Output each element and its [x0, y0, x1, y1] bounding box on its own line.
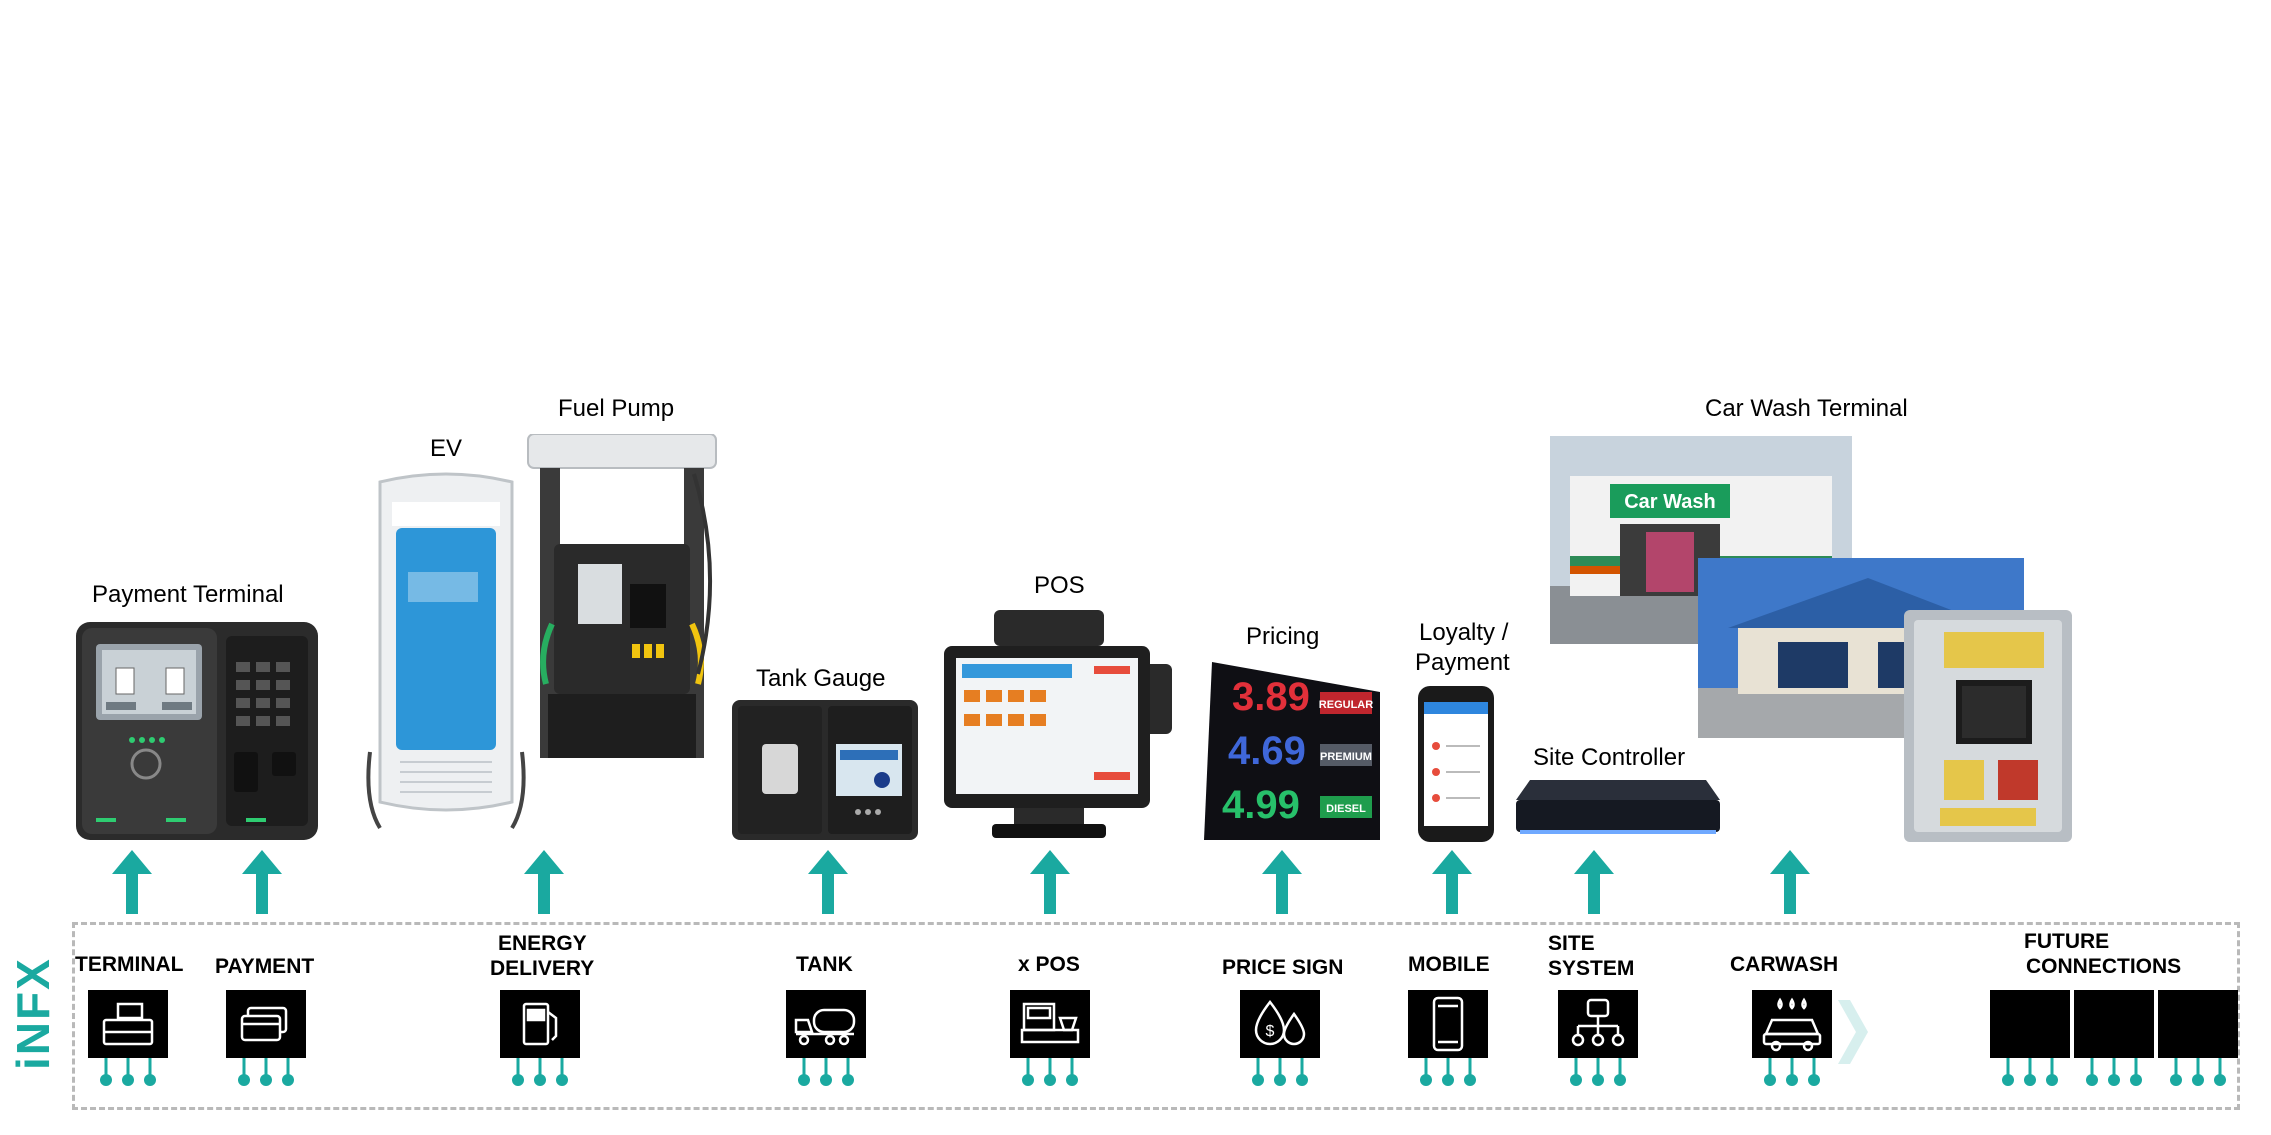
future-connection-module	[2158, 990, 2238, 1086]
xpos-module	[1010, 990, 1090, 1086]
arrow-up-icon	[1262, 850, 1302, 914]
site-controller-caption: Site Controller	[1533, 744, 1686, 771]
arrow-up-icon	[1574, 850, 1614, 914]
infx-bus-box	[72, 922, 2240, 1110]
tank-gauge-caption: Tank Gauge	[756, 665, 886, 692]
price-sign-module: $	[1240, 990, 1320, 1086]
future-connection-module	[2074, 990, 2154, 1086]
cash-register-icon	[102, 1002, 154, 1046]
fuel-price-drops-icon: $	[1254, 999, 1306, 1046]
grade-1: REGULAR	[1319, 699, 1373, 711]
fuel-pump-caption: Fuel Pump	[558, 395, 675, 422]
tank-gauge-image	[732, 700, 918, 840]
price-2: 4.69	[1228, 729, 1306, 773]
ev-caption: EV	[430, 435, 463, 462]
module-label-energy-2: DELIVERY	[490, 957, 595, 980]
price-1: 3.89	[1232, 675, 1310, 719]
arrow-up-icon	[808, 850, 848, 914]
grade-3: DIESEL	[1326, 803, 1366, 815]
grade-2: PREMIUM	[1320, 751, 1372, 763]
future-connection-module	[1990, 990, 2070, 1086]
arrow-up-icon	[1030, 850, 1070, 914]
smartphone-icon	[1432, 996, 1464, 1052]
pos-caption: POS	[1034, 572, 1085, 599]
mobile-module	[1408, 990, 1488, 1086]
pricing-caption: Pricing	[1246, 623, 1320, 650]
infx-brand-label: iNFX	[7, 957, 59, 1070]
module-label-energy-1: ENERGY	[498, 932, 587, 955]
module-label-future-2: CONNECTIONS	[2026, 955, 2182, 978]
module-label-carwash: CARWASH	[1730, 953, 1839, 976]
terminal-module	[88, 990, 168, 1086]
carwash-module	[1752, 990, 1832, 1086]
car-wash-icon	[1762, 997, 1822, 1052]
loyalty-caption-line2: Payment	[1415, 649, 1510, 676]
mobile-phone-image	[1418, 686, 1494, 842]
module-label-mobile: MOBILE	[1408, 953, 1490, 976]
arrow-up-icon	[1432, 850, 1472, 914]
chevron-right-icon	[1838, 1000, 1868, 1064]
module-label-site-2: SYSTEM	[1548, 957, 1635, 980]
pos-register-icon	[1020, 1002, 1080, 1044]
arrow-up-icon	[112, 850, 152, 914]
tanker-truck-icon	[794, 1008, 856, 1046]
price-sign-image: 3.89 4.69 4.99 REGULAR PREMIUM DIESEL	[1204, 662, 1380, 840]
payment-module	[226, 990, 306, 1086]
module-label-future-1: FUTURE	[2024, 930, 2110, 953]
pos-image	[944, 610, 1172, 838]
energy-delivery-module	[500, 990, 580, 1086]
payment-terminal-caption: Payment Terminal	[92, 581, 284, 608]
module-label-site-1: SITE	[1548, 932, 1595, 955]
fuel-pump-icon	[522, 1002, 558, 1046]
tank-module	[786, 990, 866, 1086]
ev-charger-image	[366, 472, 526, 830]
svg-text:$: $	[1266, 1023, 1275, 1040]
car-wash-terminal-caption: Car Wash Terminal	[1705, 395, 1908, 422]
module-label-price-sign: PRICE SIGN	[1222, 956, 1344, 979]
credit-card-icon	[240, 1006, 288, 1042]
module-label-xpos: x POS	[1018, 953, 1080, 976]
payment-terminal-image	[76, 622, 318, 840]
car-wash-sign: Car Wash	[1624, 491, 1716, 513]
price-3: 4.99	[1222, 783, 1300, 827]
loyalty-caption-line1: Loyalty /	[1419, 619, 1509, 646]
module-label-payment: PAYMENT	[215, 955, 315, 978]
site-system-module	[1558, 990, 1638, 1086]
module-label-terminal: TERMINAL	[75, 953, 184, 976]
site-controller-image	[1516, 780, 1720, 834]
arrow-up-icon	[242, 850, 282, 914]
arrow-up-icon	[1770, 850, 1810, 914]
arrow-up-icon	[524, 850, 564, 914]
network-hierarchy-icon	[1571, 998, 1625, 1047]
fuel-pump-image	[527, 434, 717, 758]
module-label-tank: TANK	[796, 953, 853, 976]
car-wash-terminal-image	[1904, 610, 2072, 842]
